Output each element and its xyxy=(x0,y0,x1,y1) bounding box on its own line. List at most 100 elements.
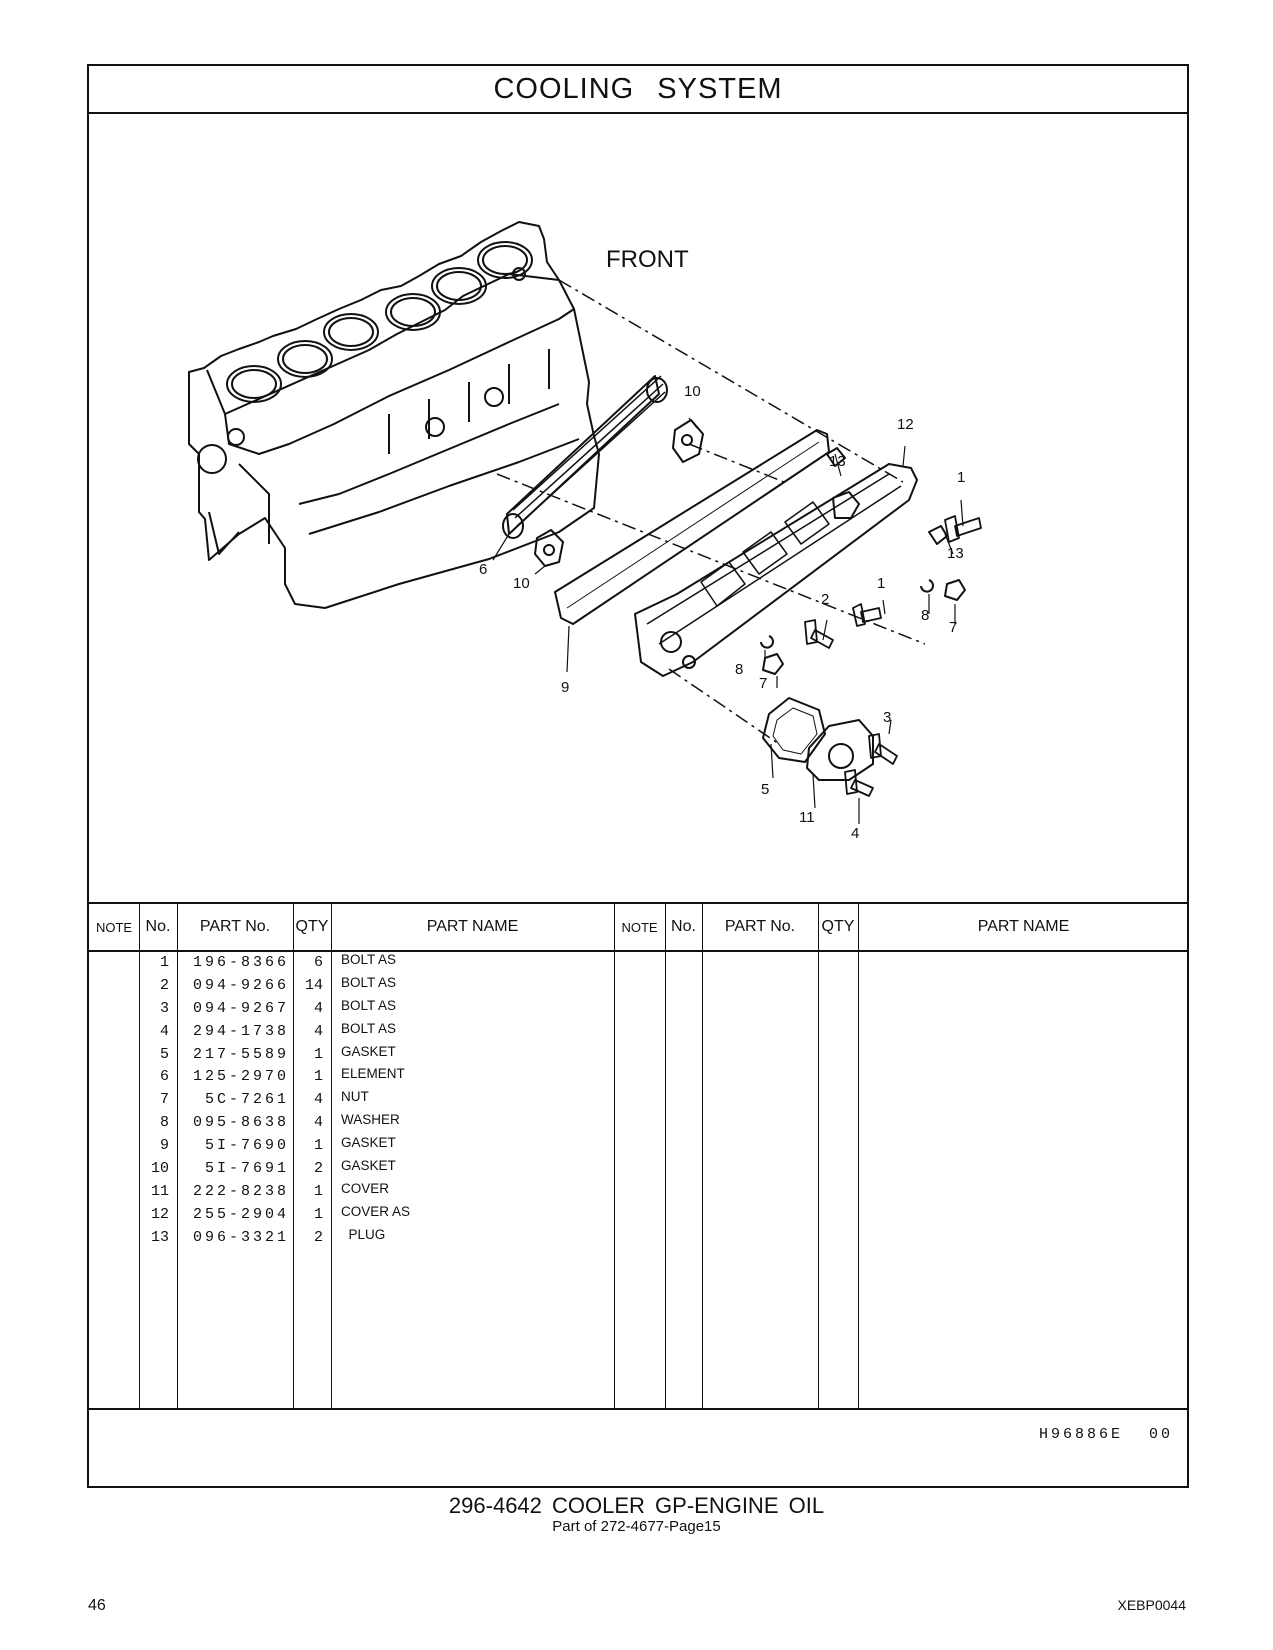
small-gasket-upper xyxy=(672,419,704,463)
item-number: 3 xyxy=(159,999,169,1017)
page-number: 46 xyxy=(88,1597,106,1614)
part-number: 222-8238 xyxy=(192,1182,289,1200)
quantity: 1 xyxy=(313,1068,323,1086)
callout-10-lower: 10 xyxy=(513,575,530,592)
col-divider xyxy=(665,904,666,1408)
col-divider xyxy=(614,904,615,1408)
quantity: 4 xyxy=(313,1022,323,1040)
part-number: 095-8638 xyxy=(192,1114,289,1132)
item-number: 9 xyxy=(159,1137,169,1155)
table-row: 5 217-5589 1 GASKET xyxy=(89,1043,1187,1069)
part-number: 217-5589 xyxy=(192,1045,289,1063)
callout-1-lower: 1 xyxy=(877,575,886,592)
quantity: 4 xyxy=(313,1114,323,1132)
header-part-name-right: PART NAME xyxy=(977,918,1070,935)
table-row: 13 096-3321 2 PLUG xyxy=(89,1226,1187,1252)
header-part-name: PART NAME xyxy=(426,918,519,935)
part-name: ELEMENT xyxy=(341,1066,405,1082)
header-note: NOTE xyxy=(95,919,133,935)
cooler-element xyxy=(502,375,668,539)
callout-6: 6 xyxy=(479,561,488,578)
col-divider xyxy=(293,904,294,1408)
item-number: 10 xyxy=(150,1160,169,1178)
header-no: No. xyxy=(145,918,171,935)
part-name: COVER xyxy=(341,1180,390,1196)
group-caption: 296-4642 COOLER GP-ENGINE OIL xyxy=(448,1493,825,1518)
item-number: 13 xyxy=(150,1228,169,1246)
quantity: 1 xyxy=(313,1182,323,1200)
col-divider xyxy=(858,904,859,1408)
callout-2: 2 xyxy=(821,591,830,608)
header-no-right: No. xyxy=(671,918,696,935)
item-number: 5 xyxy=(159,1045,169,1063)
part-name: COVER AS xyxy=(341,1203,411,1219)
rear-cover xyxy=(806,719,874,781)
part-name: GASKET xyxy=(341,1043,396,1059)
publication-code: XEBP0044 xyxy=(1117,1597,1187,1613)
item-number: 1 xyxy=(159,954,169,971)
drawing-code: H96886E 00 xyxy=(1038,1426,1173,1443)
part-name: NUT xyxy=(341,1089,369,1105)
header-qty: QTY xyxy=(295,918,329,935)
callout-12: 12 xyxy=(897,416,914,433)
header-part-no: PART No. xyxy=(199,918,271,935)
header-note-right: NOTE xyxy=(621,919,658,935)
col-divider xyxy=(331,904,332,1408)
cylinder-bores xyxy=(226,241,533,403)
quantity: 14 xyxy=(304,976,323,994)
quantity: 6 xyxy=(313,954,323,971)
item-number: 2 xyxy=(159,976,169,994)
small-gasket-lower xyxy=(534,529,564,567)
callout-13-lower: 13 xyxy=(947,545,964,562)
header-qty-right: QTY xyxy=(821,918,855,935)
callout-4: 4 xyxy=(851,825,860,842)
part-name: GASKET xyxy=(341,1158,396,1174)
parts-table: NOTE No. PART No. QTY PART NAME NOTE No.… xyxy=(89,902,1187,1410)
quantity: 1 xyxy=(313,1045,323,1063)
part-name: PLUG xyxy=(341,1226,386,1242)
part-number: 255-2904 xyxy=(192,1205,289,1223)
col-divider xyxy=(139,904,140,1408)
washers-and-nuts xyxy=(760,579,966,675)
quantity: 2 xyxy=(313,1228,323,1246)
part-name: BOLT AS xyxy=(341,974,397,990)
callout-5: 5 xyxy=(761,781,770,798)
part-number: 094-9266 xyxy=(192,976,289,994)
plug-right xyxy=(928,525,948,545)
group-subcaption: Part of 272-4677-Page15 xyxy=(552,1518,721,1535)
rear-gasket xyxy=(762,697,826,763)
part-number: 5C-7261 xyxy=(204,1091,289,1109)
part-number: 196-8366 xyxy=(192,954,289,971)
engine-cooler-illustration xyxy=(188,221,982,824)
callout-7-left: 7 xyxy=(759,675,768,692)
col-divider xyxy=(702,904,703,1408)
part-number: 096-3321 xyxy=(192,1228,289,1246)
callout-11: 11 xyxy=(799,809,815,826)
page-frame: COOLING SYSTEM xyxy=(87,64,1189,1488)
callout-10-upper: 10 xyxy=(684,383,701,400)
callout-8-left: 8 xyxy=(735,661,744,678)
col-divider xyxy=(818,904,819,1408)
part-number: 294-1738 xyxy=(192,1022,289,1040)
item-number: 8 xyxy=(159,1114,169,1132)
bolts xyxy=(804,515,982,797)
table-row: 2 094-9266 14 BOLT AS xyxy=(89,974,1187,1000)
item-number: 7 xyxy=(159,1091,169,1109)
quantity: 1 xyxy=(313,1137,323,1155)
callout-3: 3 xyxy=(883,709,892,726)
quantity: 2 xyxy=(313,1160,323,1178)
col-divider xyxy=(177,904,178,1408)
part-name: GASKET xyxy=(341,1135,396,1151)
page-title: COOLING SYSTEM xyxy=(89,66,1187,114)
callout-13-upper: 13 xyxy=(829,453,846,470)
engine-block-outline xyxy=(188,221,600,609)
